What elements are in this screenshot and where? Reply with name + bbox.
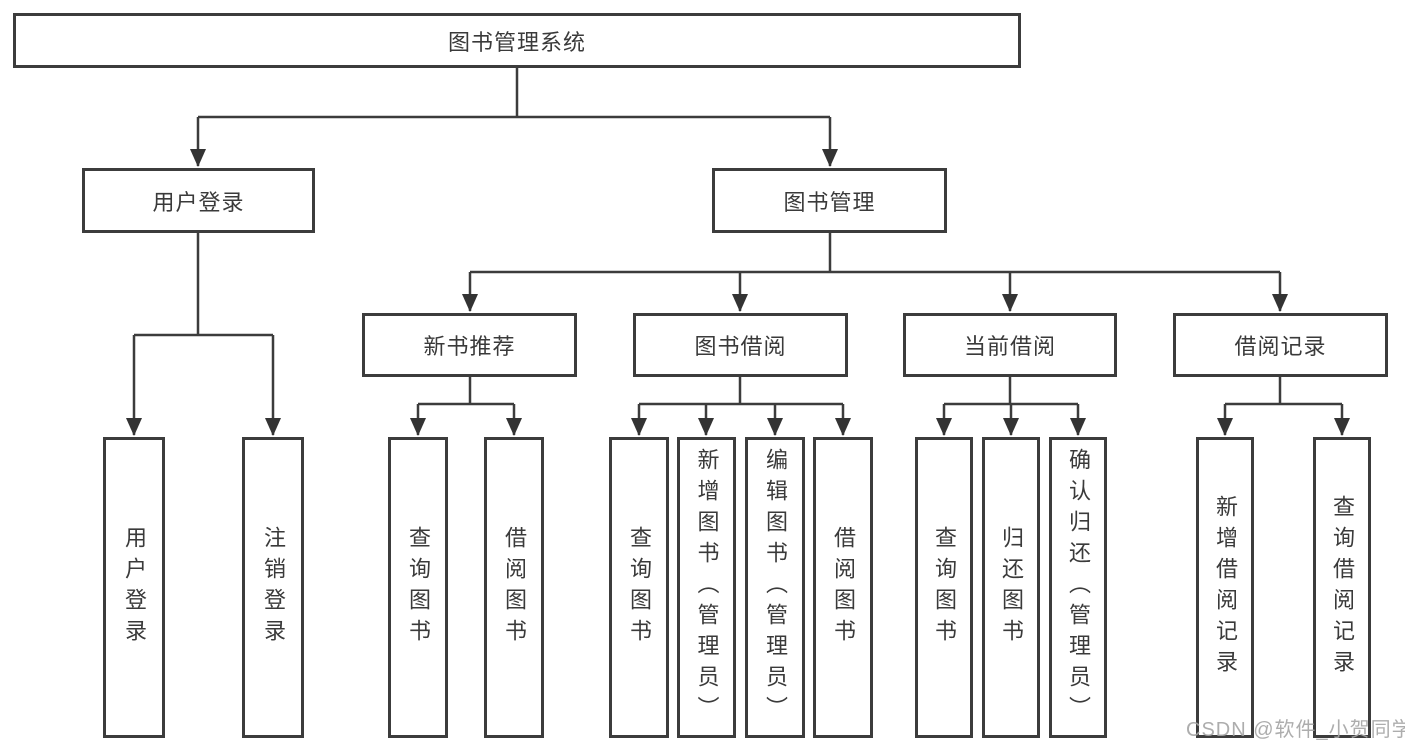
csdn-watermark: CSDN @软件_小贺同学: [1186, 719, 1405, 741]
leaf-query-books-current: 查询图书: [915, 437, 973, 738]
leaf-query-books-borrow: 查询图书: [609, 437, 669, 738]
node-new-book-recommendation: 新书推荐: [362, 313, 577, 377]
leaf-edit-book-admin-label: 编辑图书（管理员）: [763, 448, 788, 727]
leaf-borrow-books: 借阅图书: [813, 437, 873, 738]
leaf-confirm-return-admin-label: 确认归还（管理员）: [1066, 448, 1091, 727]
leaf-query-books-current-label: 查询图书: [932, 525, 957, 650]
node-book-management: 图书管理: [712, 168, 947, 233]
leaf-add-book-admin-label: 新增图书（管理员）: [694, 448, 720, 727]
leaf-logout: 注销登录: [242, 437, 304, 738]
node-book-borrowing: 图书借阅: [633, 313, 848, 377]
leaf-query-books-borrow-label: 查询图书: [627, 525, 652, 650]
connector-segments: [134, 68, 1342, 406]
leaf-borrow-books-recommend-label: 借阅图书: [502, 525, 527, 650]
leaf-borrow-books-recommend: 借阅图书: [484, 437, 544, 738]
leaf-add-borrow-record: 新增借阅记录: [1196, 437, 1254, 738]
leaf-return-book-label: 归还图书: [999, 525, 1024, 650]
leaf-borrow-books-label: 借阅图书: [831, 525, 856, 650]
leaf-user-login-label: 用户登录: [122, 525, 147, 650]
node-current-borrowing: 当前借阅: [903, 313, 1117, 377]
leaf-query-borrow-record: 查询借阅记录: [1313, 437, 1371, 738]
leaf-edit-book-admin: 编辑图书（管理员）: [745, 437, 805, 738]
leaf-query-books-recommend: 查询图书: [388, 437, 448, 738]
connector-arrows: [126, 117, 1350, 436]
node-borrowing-records: 借阅记录: [1173, 313, 1388, 377]
leaf-confirm-return-admin: 确认归还（管理员）: [1049, 437, 1107, 738]
leaf-add-borrow-record-label: 新增借阅记录: [1213, 494, 1238, 681]
leaf-return-book: 归还图书: [982, 437, 1040, 738]
node-user-login: 用户登录: [82, 168, 315, 233]
leaf-query-books-recommend-label: 查询图书: [406, 525, 431, 650]
leaf-query-borrow-record-label: 查询借阅记录: [1330, 494, 1355, 681]
leaf-add-book-admin: 新增图书（管理员）: [677, 437, 736, 738]
leaf-user-login: 用户登录: [103, 437, 165, 738]
node-library-management-system: 图书管理系统: [13, 13, 1021, 68]
leaf-logout-label: 注销登录: [261, 525, 286, 650]
